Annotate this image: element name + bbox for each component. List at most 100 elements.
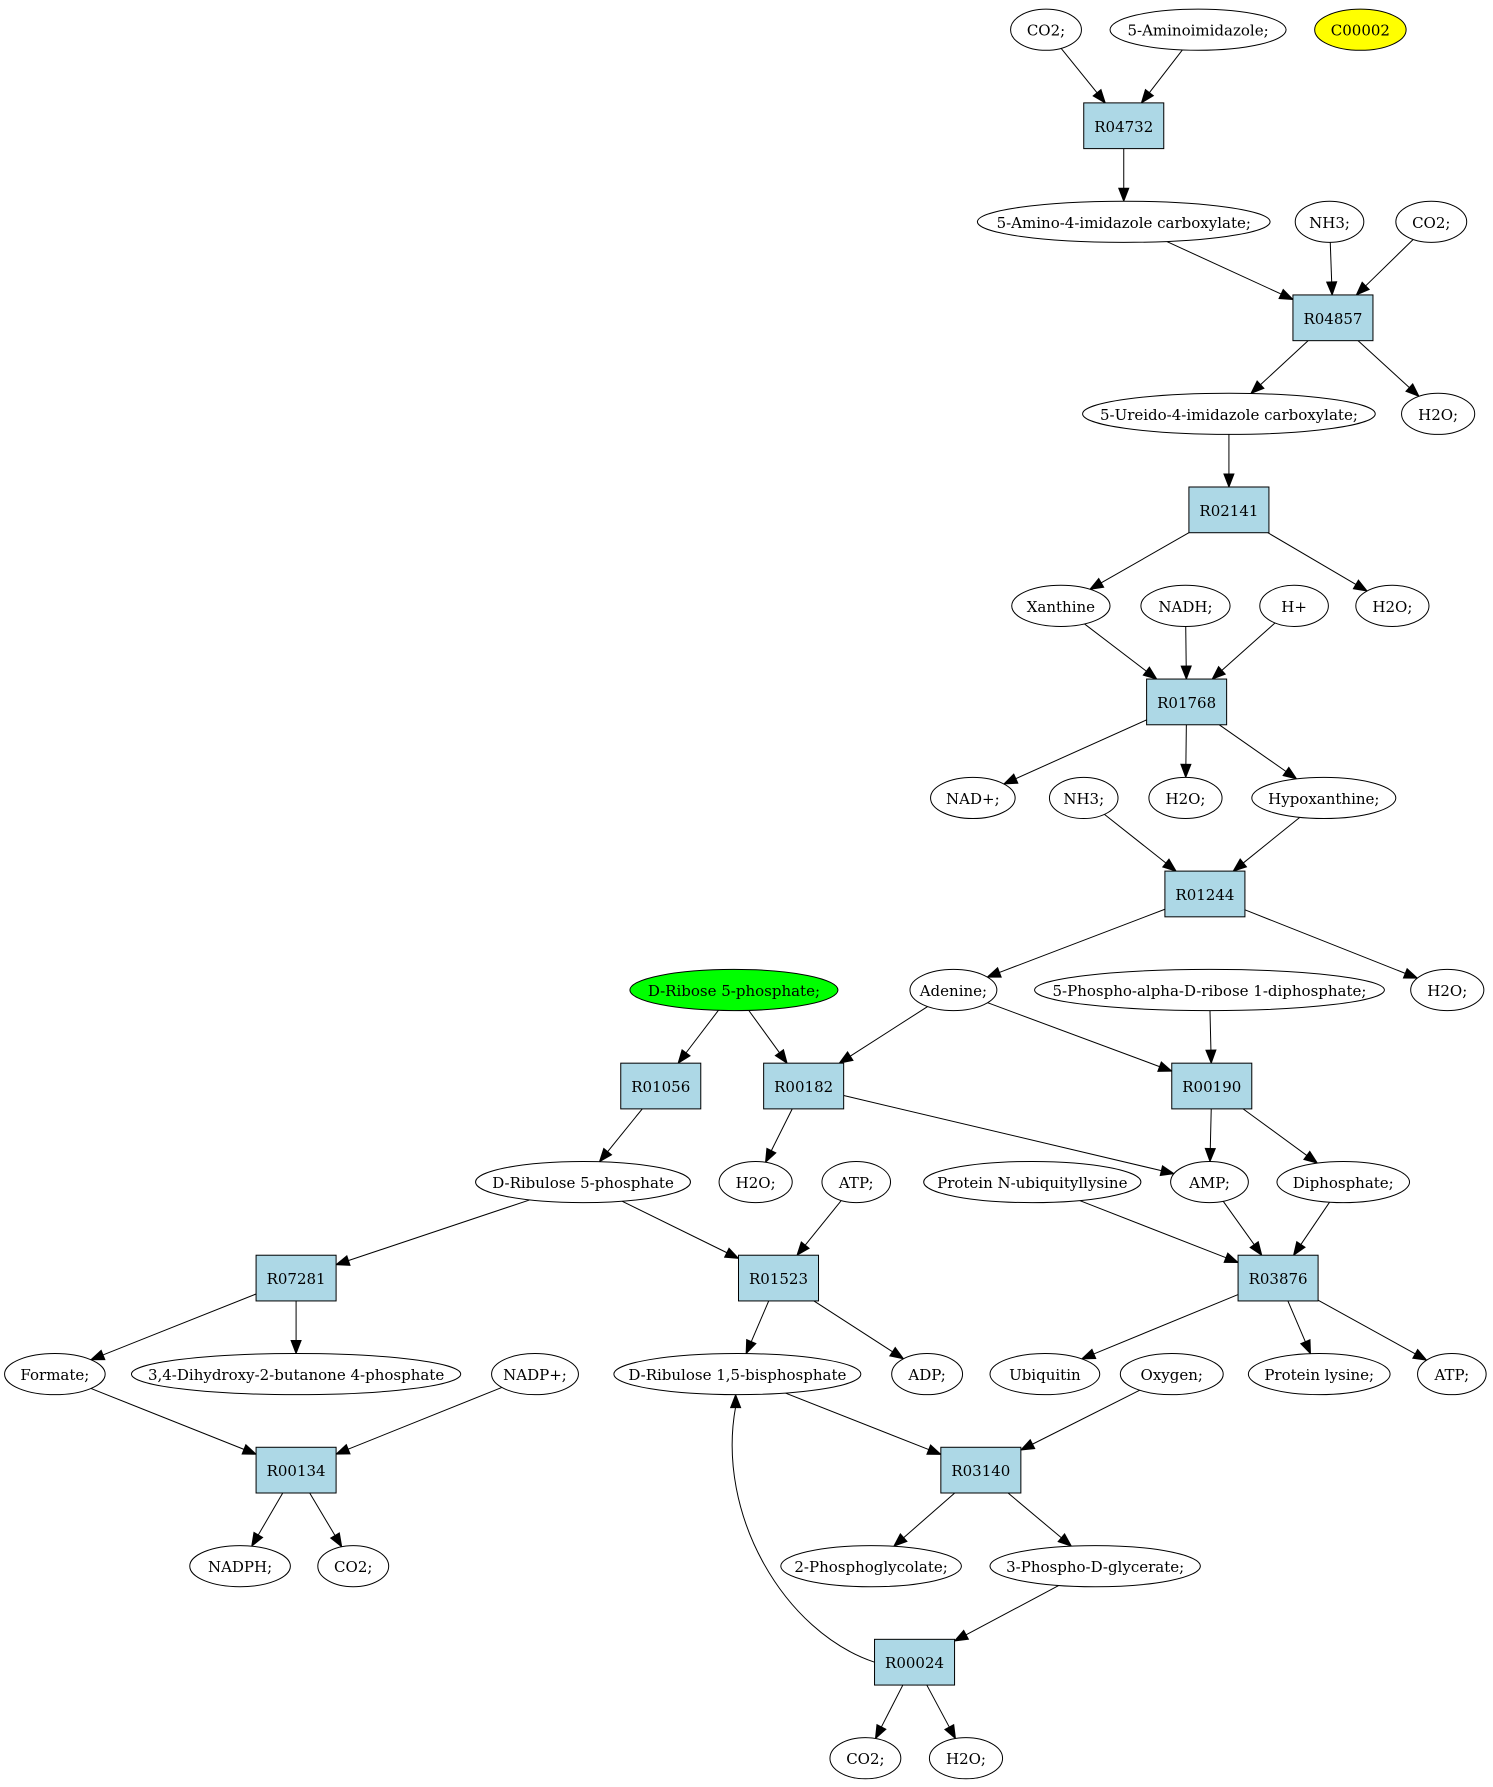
arrowhead bbox=[329, 1532, 343, 1548]
edge-n_formate-to-n_r00134 bbox=[90, 1387, 246, 1451]
compound-node[interactable]: CO2; bbox=[1010, 8, 1082, 51]
edge-n_r00190-to-n_amp bbox=[1209, 1108, 1212, 1150]
arrowhead bbox=[1299, 1339, 1312, 1355]
compound-node[interactable]: CO2; bbox=[829, 1737, 902, 1780]
node-label: Protein lysine; bbox=[1264, 1366, 1374, 1384]
node-label: NADPH; bbox=[208, 1558, 272, 1576]
compound-node[interactable]: H2O; bbox=[928, 1737, 1004, 1780]
compound-node[interactable]: ATP; bbox=[1417, 1353, 1487, 1396]
edge-n_nh3_b-to-n_r01244 bbox=[1104, 813, 1167, 865]
node-label: 5-Phospho-alpha-D-ribose 1-diphosphate; bbox=[1053, 982, 1367, 1000]
compound-node[interactable]: 5-Phospho-alpha-D-ribose 1-diphosphate; bbox=[1034, 968, 1385, 1012]
compound-node[interactable]: NH3; bbox=[1048, 776, 1119, 820]
reaction-node[interactable]: R03140 bbox=[940, 1446, 1022, 1494]
node-label: R01768 bbox=[1157, 694, 1216, 712]
compound-node[interactable]: Ubiquitin bbox=[989, 1353, 1101, 1396]
reaction-box bbox=[255, 1254, 337, 1302]
compound-node[interactable]: CO2; bbox=[317, 1545, 390, 1588]
compound-node[interactable]: CO2; bbox=[1395, 200, 1468, 243]
arrowhead bbox=[1180, 763, 1192, 779]
compound-node[interactable]: H+ bbox=[1259, 584, 1329, 627]
compound-node[interactable]: NH3; bbox=[1294, 200, 1365, 243]
reaction-node[interactable]: R00134 bbox=[255, 1446, 337, 1494]
node-label: H2O; bbox=[946, 1750, 986, 1768]
reaction-node[interactable]: R02141 bbox=[1188, 486, 1270, 534]
compound-node[interactable]: Xanthine bbox=[1011, 584, 1111, 627]
edge-n_atp_a-to-n_r01523 bbox=[804, 1200, 842, 1247]
edge-n_r03140-to-n_2pg bbox=[902, 1492, 956, 1539]
compound-ellipse bbox=[1109, 8, 1287, 51]
compound-ellipse bbox=[1259, 584, 1329, 627]
arrowhead bbox=[1405, 382, 1420, 398]
reaction-box bbox=[1237, 1254, 1319, 1302]
compound-node[interactable]: D-Ribose 5-phosphate; bbox=[629, 968, 839, 1012]
compound-node[interactable]: H2O; bbox=[1401, 392, 1476, 435]
arrowhead bbox=[874, 1723, 887, 1740]
reaction-node[interactable]: R01056 bbox=[620, 1062, 702, 1110]
compound-node[interactable]: H2O; bbox=[1410, 968, 1485, 1012]
arrowhead bbox=[1180, 665, 1192, 681]
compound-node[interactable]: NADPH; bbox=[189, 1545, 291, 1588]
node-label: R04732 bbox=[1094, 118, 1153, 136]
arrowhead bbox=[1355, 281, 1371, 296]
compound-ellipse bbox=[1119, 1353, 1224, 1396]
compound-node[interactable]: C00002 bbox=[1314, 8, 1407, 51]
compound-node[interactable]: AMP; bbox=[1170, 1160, 1249, 1204]
compound-node[interactable]: Formate; bbox=[4, 1353, 106, 1396]
arrowhead bbox=[1223, 1252, 1240, 1263]
reaction-node[interactable]: R03876 bbox=[1237, 1254, 1319, 1302]
arrowhead bbox=[1002, 773, 1019, 785]
reaction-box bbox=[763, 1062, 845, 1110]
compound-node[interactable]: D-Ribulose 5-phosphate bbox=[475, 1160, 691, 1204]
arrowhead bbox=[1278, 288, 1295, 301]
compound-ellipse bbox=[1417, 1353, 1487, 1396]
arrowhead bbox=[1019, 1438, 1036, 1451]
reaction-box bbox=[255, 1446, 337, 1494]
compound-node[interactable]: Adenine; bbox=[909, 968, 998, 1012]
compound-node[interactable]: Diphosphate; bbox=[1276, 1160, 1411, 1204]
reaction-node[interactable]: R07281 bbox=[255, 1254, 337, 1302]
arrowhead bbox=[1223, 473, 1235, 489]
compound-node[interactable]: 3,4-Dihydroxy-2-butanone 4-phosphate bbox=[130, 1353, 462, 1396]
compound-node[interactable]: ATP; bbox=[821, 1160, 892, 1204]
compound-node[interactable]: 3-Phospho-D-glycerate; bbox=[989, 1545, 1201, 1588]
edge-n_dru5p-to-n_r07281 bbox=[347, 1199, 530, 1262]
arrowhead bbox=[1402, 967, 1419, 979]
compound-node[interactable]: 5-Ureido-4-imidazole carboxylate; bbox=[1082, 392, 1376, 435]
compound-node[interactable]: 2-Phosphoglycolate; bbox=[780, 1545, 962, 1588]
arrowhead bbox=[1140, 88, 1155, 104]
arrowhead bbox=[892, 1533, 908, 1548]
reaction-node[interactable]: R00182 bbox=[763, 1062, 845, 1110]
reaction-node[interactable]: R00024 bbox=[874, 1638, 956, 1686]
compound-node[interactable]: D-Ribulose 1,5-bisphosphate bbox=[613, 1353, 862, 1396]
compound-node[interactable]: NADH; bbox=[1140, 584, 1231, 627]
reaction-node[interactable]: R04732 bbox=[1083, 102, 1165, 150]
edge-n_r01244-to-n_adenine bbox=[998, 908, 1166, 974]
node-label: ADP; bbox=[907, 1366, 945, 1384]
compound-node[interactable]: Protein N-ubiquityllysine bbox=[923, 1160, 1142, 1204]
compound-node[interactable]: NAD+; bbox=[930, 776, 1016, 820]
compound-node[interactable]: H2O; bbox=[1148, 776, 1223, 820]
reaction-node[interactable]: R01523 bbox=[737, 1254, 820, 1302]
reaction-node[interactable]: R04857 bbox=[1292, 294, 1374, 342]
compound-node[interactable]: H2O; bbox=[1355, 584, 1430, 627]
arrowhead bbox=[677, 1048, 691, 1065]
compound-node[interactable]: Hypoxanthine; bbox=[1251, 776, 1397, 820]
edge-n_drib5p-to-n_r00182 bbox=[748, 1010, 781, 1054]
reaction-node[interactable]: R01244 bbox=[1164, 870, 1246, 918]
reaction-node[interactable]: R01768 bbox=[1146, 678, 1228, 726]
compound-node[interactable]: Protein lysine; bbox=[1247, 1353, 1391, 1396]
compound-node[interactable]: H2O; bbox=[718, 1160, 793, 1204]
compound-node[interactable]: 5-Amino-4-imidazole carboxylate; bbox=[976, 200, 1271, 243]
reaction-node[interactable]: R00190 bbox=[1171, 1062, 1253, 1110]
compound-ellipse bbox=[909, 968, 998, 1012]
compound-ellipse bbox=[821, 1160, 892, 1204]
compound-ellipse bbox=[1395, 200, 1468, 243]
compound-node[interactable]: ADP; bbox=[891, 1353, 964, 1396]
arrowhead bbox=[1205, 1049, 1217, 1065]
arrowhead bbox=[1282, 766, 1298, 780]
compound-node[interactable]: 5-Aminoimidazole; bbox=[1109, 8, 1287, 51]
compound-node[interactable]: Oxygen; bbox=[1119, 1353, 1224, 1396]
compound-node[interactable]: NADP+; bbox=[491, 1353, 579, 1396]
compound-ellipse bbox=[189, 1545, 291, 1588]
